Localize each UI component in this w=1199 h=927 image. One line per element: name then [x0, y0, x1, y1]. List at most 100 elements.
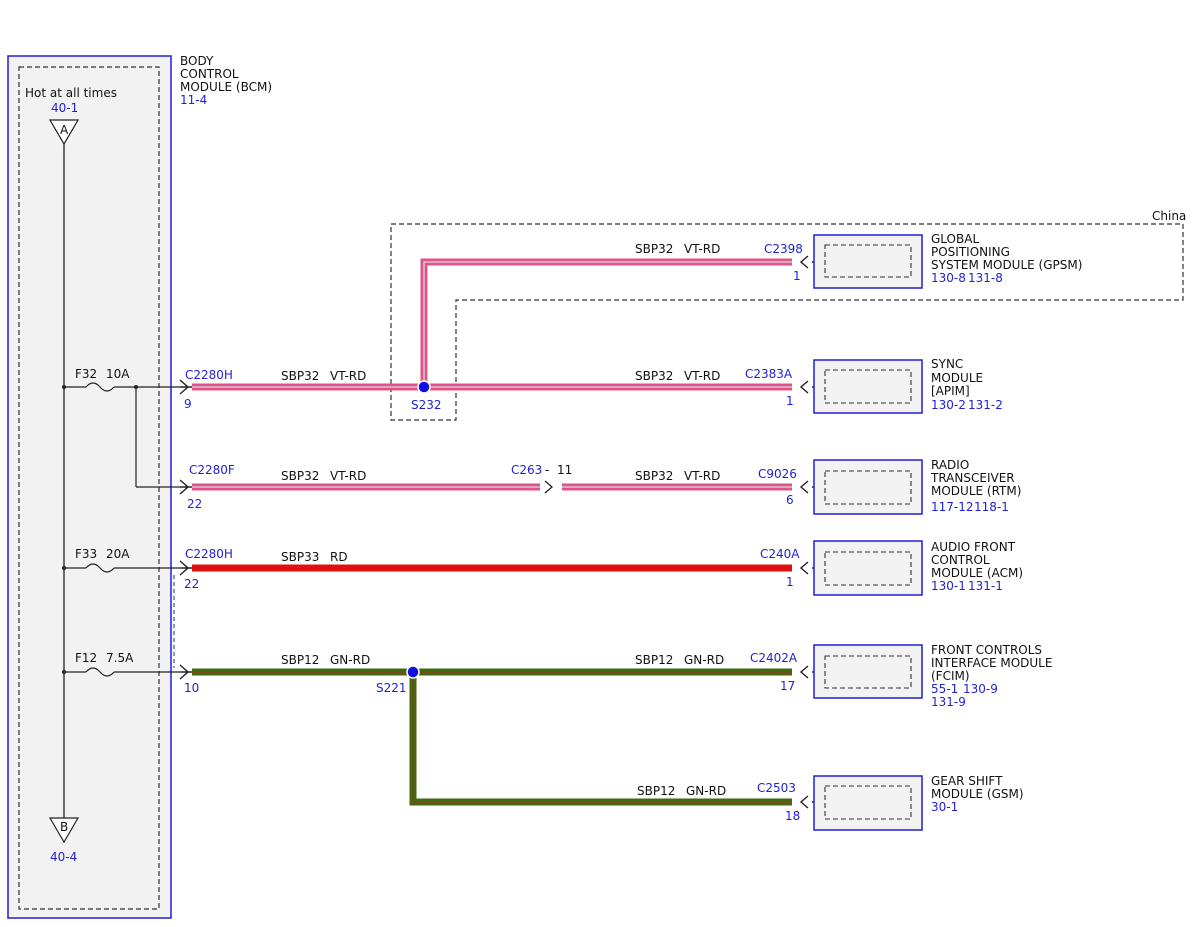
bcm-connector-c2280h-label[interactable]: C2280H [185, 368, 233, 382]
fuse-f12-rating: 7.5A [106, 651, 134, 665]
fuse-f33-rating: 20A [106, 547, 130, 561]
module-apim-box[interactable] [813, 359, 923, 414]
bcm-name: BODY CONTROL MODULE (BCM) [180, 54, 272, 94]
module-pin-label: 18 [785, 809, 800, 823]
module-gpsm-box[interactable] [813, 234, 923, 289]
module-rtm-box[interactable] [813, 459, 923, 515]
wire-sbp32-gpsm [420, 258, 792, 387]
wire-sbp12-gsm [409, 672, 792, 806]
circuit-color-label: VT-RD [684, 469, 720, 483]
module-ref-link[interactable]: 131-8 [968, 271, 1003, 285]
module-name-line-1: GEAR SHIFT [931, 774, 1003, 788]
fuse-f32-label: F32 [75, 367, 97, 381]
module-connector-label[interactable]: C240A [760, 547, 800, 561]
bcm-internal-boundary [18, 66, 160, 910]
circuit-color-label: VT-RD [684, 242, 720, 256]
circuit-number-label: SBP33 [281, 550, 319, 564]
fuse-f33-symbol [85, 563, 115, 573]
module-ref-link[interactable]: 131-9 [931, 695, 966, 709]
bcm-connector-c2280f-label[interactable]: C2280F [189, 463, 235, 477]
module-acm-name: AUDIO FRONT CONTROL MODULE (ACM) [931, 540, 1023, 580]
module-ref-link[interactable]: 130-2 [931, 398, 966, 412]
circuit-color-label: RD [330, 550, 348, 564]
fuse-f12-symbol [85, 667, 115, 677]
module-fcim-box[interactable] [813, 644, 923, 699]
module-ref-link[interactable]: 118-1 [974, 500, 1009, 514]
bcm-pin-arrow [179, 479, 192, 495]
circuit-color-label: GN-RD [686, 784, 726, 798]
module-name-line-2: CONTROL [931, 553, 990, 567]
module-rtm-name: RADIO TRANSCEIVER MODULE (RTM) [930, 458, 1021, 498]
module-name-line-1: RADIO [931, 458, 969, 472]
inline-connector-sep: - [545, 463, 549, 477]
module-apim-name: SYNC MODULE [APIM] [931, 357, 987, 398]
module-connector-label[interactable]: C9026 [758, 467, 797, 481]
splice-s232-dot [417, 380, 431, 394]
hot-at-all-times-label: Hot at all times [25, 86, 117, 100]
bcm-name-line-3: MODULE (BCM) [180, 80, 272, 94]
module-gpsm-name: GLOBAL POSITIONING SYSTEM MODULE (GPSM) [931, 232, 1082, 272]
module-connector-label[interactable]: C2398 [764, 242, 803, 256]
module-internal-boundary [824, 785, 912, 820]
module-fcim-name: FRONT CONTROLS INTERFACE MODULE (FCIM) [931, 643, 1056, 683]
bcm-pin-label: 10 [184, 681, 199, 695]
module-pin-label: 6 [786, 493, 794, 507]
bcm-ref-link[interactable]: 11-4 [180, 93, 207, 107]
connector-b-ref-link[interactable]: 40-4 [50, 850, 77, 864]
bcm-connector-c2280h-label[interactable]: C2280H [185, 547, 233, 561]
circuit-color-label: VT-RD [330, 369, 366, 383]
module-name-line-3: SYSTEM MODULE (GPSM) [931, 258, 1082, 272]
splice-s221-label[interactable]: S221 [376, 681, 407, 695]
connector-b-triangle [48, 817, 80, 844]
module-name-line-3: MODULE (RTM) [931, 484, 1021, 498]
china-option-label: China [1152, 209, 1186, 223]
module-internal-boundary [824, 655, 912, 689]
circuit-color-label: VT-RD [330, 469, 366, 483]
module-name-line-3: (FCIM) [931, 669, 970, 683]
circuit-color-label: GN-RD [330, 653, 370, 667]
bcm-pin-label: 9 [184, 397, 192, 411]
module-ref-link[interactable]: 55-1 [931, 682, 958, 696]
module-connector-label[interactable]: C2402A [750, 651, 798, 665]
connector-a-label: A [60, 123, 69, 137]
module-ref-link[interactable]: 30-1 [931, 800, 958, 814]
module-name-line-1: AUDIO FRONT [931, 540, 1016, 554]
module-ref-link[interactable]: 131-1 [968, 579, 1003, 593]
hot-ref-link[interactable]: 40-1 [51, 101, 78, 115]
circuit-color-label: VT-RD [684, 369, 720, 383]
module-ref-link[interactable]: 130-8 [931, 271, 966, 285]
splice-s221-dot [406, 665, 420, 679]
connector-a-triangle [48, 119, 80, 146]
module-pin-label: 1 [793, 269, 801, 283]
module-name-line-1: SYNC [931, 357, 963, 371]
module-name-line-2: POSITIONING [931, 245, 1010, 259]
module-internal-boundary [824, 551, 912, 586]
inline-connector-pin: 11 [557, 463, 572, 477]
module-name-line-3: [APIM] [931, 384, 970, 398]
inline-connector-c263-label[interactable]: C263 [511, 463, 542, 477]
bcm-pin-label: 22 [187, 497, 202, 511]
module-gsm-name: GEAR SHIFT MODULE (GSM) [931, 774, 1024, 801]
fuse-f32-symbol [85, 382, 115, 392]
bcm-pin-arrow [179, 560, 192, 576]
fuse-f12-label: F12 [75, 651, 97, 665]
module-ref-link[interactable]: 130-9 [963, 682, 998, 696]
circuit-number-label: SBP32 [635, 369, 673, 383]
module-gsm-box[interactable] [813, 775, 923, 831]
circuit-number-label: SBP12 [635, 653, 673, 667]
module-ref-link[interactable]: 131-2 [968, 398, 1003, 412]
module-connector-label[interactable]: C2383A [745, 367, 793, 381]
circuit-number-label: SBP32 [635, 469, 673, 483]
splice-s232-label[interactable]: S232 [411, 398, 442, 412]
module-internal-boundary [824, 244, 912, 278]
circuit-color-label: GN-RD [684, 653, 724, 667]
module-ref-link[interactable]: 117-12 [931, 500, 974, 514]
module-name-line-2: MODULE (GSM) [931, 787, 1024, 801]
module-acm-box[interactable] [813, 540, 923, 596]
module-name-line-1: GLOBAL [931, 232, 979, 246]
module-connector-label[interactable]: C2503 [757, 781, 796, 795]
circuit-number-label: SBP32 [635, 242, 673, 256]
module-name-line-2: TRANSCEIVER [930, 471, 1015, 485]
module-ref-link[interactable]: 130-1 [931, 579, 966, 593]
